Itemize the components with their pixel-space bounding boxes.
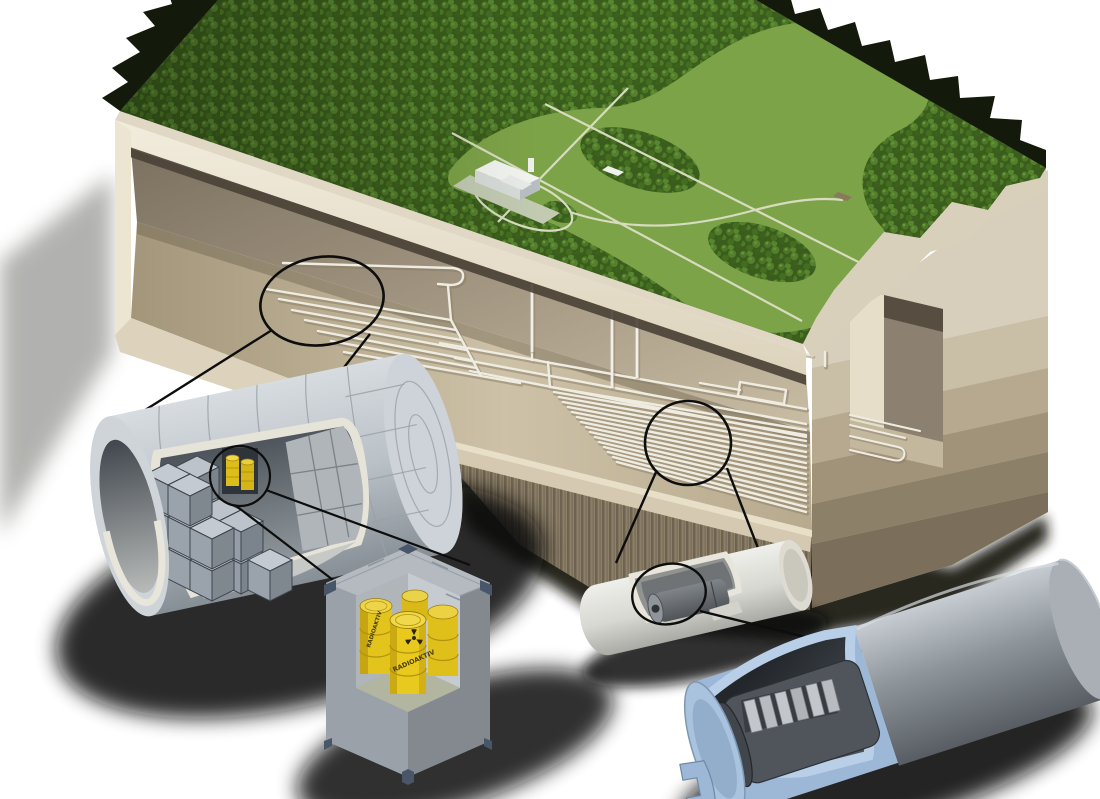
callout-circle-1: [259, 255, 385, 347]
callout-circle-2: [208, 444, 272, 508]
liner-notch: [679, 760, 717, 799]
top-slab-rim: [115, 111, 806, 353]
container-cavity: RADIOAKTIV: [356, 573, 460, 712]
lid-slots: [367, 558, 461, 601]
concrete-disposal-container: RADIOAKTIV: [324, 544, 492, 785]
callout-2: [208, 444, 471, 581]
right-face-notch: [849, 287, 943, 468]
treeline-silhouette-right: [756, 0, 1046, 168]
final-disposal-canister: [679, 558, 1100, 799]
callout-circle-3: [643, 399, 733, 487]
tunnel-mouth: [90, 416, 170, 617]
corner-brackets: [324, 544, 492, 785]
shadow-left: [0, 175, 112, 535]
callout-circle-4: [631, 562, 707, 626]
top-slab: [115, 111, 806, 385]
steel-rear-cap: [1049, 559, 1100, 700]
fuel-assemblies: [743, 678, 841, 734]
waste-drums: RADIOAKTIV: [359, 589, 459, 694]
borehole-disposal-capsule: [579, 540, 1013, 690]
drum-right: [427, 604, 459, 676]
emplacement-tunnel-cutaway: [90, 353, 463, 617]
gallery-back-wall: [131, 149, 810, 432]
top-slab-face: [115, 120, 806, 375]
tunnel-rear-cap: [383, 353, 463, 554]
treeline-silhouette-left: [102, 0, 218, 111]
drum-niche: [222, 448, 258, 494]
terrain-block: [102, 0, 1048, 618]
steel-shell: [853, 559, 1100, 766]
repository-gallery: [131, 149, 829, 530]
waste-container-stack: [144, 448, 294, 602]
niche-drums: [225, 454, 255, 490]
drum-left: RADIOAKTIV: [359, 598, 393, 674]
radiation-trefoil-icon: [405, 629, 423, 645]
cliff-band: [803, 168, 1048, 358]
